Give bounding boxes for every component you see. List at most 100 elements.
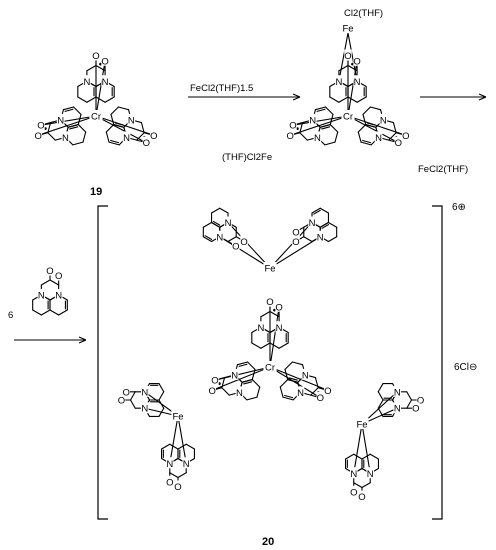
ring-bond <box>105 124 115 133</box>
svg-text:N: N <box>375 133 382 144</box>
ring-bond <box>129 391 136 401</box>
svg-text:N: N <box>83 77 90 88</box>
svg-text:N: N <box>225 218 232 229</box>
oxygen-atom: O <box>122 385 131 398</box>
ring-double-bond <box>243 381 253 385</box>
ring-bond <box>49 309 60 316</box>
ring-bond <box>210 207 221 214</box>
fe-n-bond <box>338 32 349 82</box>
svg-text:O: O <box>174 482 181 493</box>
nitrogen-atom: N <box>374 131 383 144</box>
ring-bond <box>177 472 187 479</box>
svg-text:N: N <box>38 291 45 302</box>
ring-bond <box>406 399 413 409</box>
svg-text:N: N <box>367 469 374 480</box>
ring-bond <box>77 124 87 133</box>
ring-bond <box>356 96 367 103</box>
ring-bond <box>86 64 97 72</box>
ring-bond <box>177 443 187 450</box>
cr-o-bond <box>347 60 358 117</box>
svg-text:N: N <box>394 387 401 398</box>
nitrogen-atom: N <box>140 402 149 415</box>
ring-bond <box>73 106 82 115</box>
ring-bond <box>325 106 334 115</box>
ring-bond <box>77 96 88 103</box>
chromium-atom: Cr <box>89 110 103 123</box>
nitrogen-atom: N <box>275 321 283 334</box>
svg-text:Fe: Fe <box>342 24 353 35</box>
nitrogen-atom: N <box>308 113 317 126</box>
ring-bond <box>347 96 358 103</box>
ring-bond <box>319 124 331 128</box>
nitrogen-atom: N <box>316 230 325 243</box>
ring-bond <box>185 443 196 450</box>
oxygen-atom: O <box>275 300 283 313</box>
nitrogen-atom: N <box>308 216 316 229</box>
oxygen-atom: O <box>211 374 219 387</box>
oxygen-atom: O <box>46 264 54 277</box>
svg-text:O: O <box>143 138 150 149</box>
fe-n-bond <box>269 221 313 269</box>
svg-text:O: O <box>46 266 53 277</box>
cr-o-bond <box>95 115 155 136</box>
svg-text:N: N <box>183 459 190 470</box>
ring-bond <box>377 399 384 409</box>
svg-text:O: O <box>150 131 157 142</box>
cr-o-bond <box>289 115 349 136</box>
cr-o-bond <box>95 115 147 144</box>
ring-bond <box>40 279 51 286</box>
svg-text:O: O <box>232 242 239 253</box>
ring-bond <box>291 361 304 366</box>
svg-text:N: N <box>257 323 264 334</box>
ring-bond <box>202 221 213 228</box>
iron-atom: Fe <box>171 410 185 423</box>
svg-text:O: O <box>287 131 294 142</box>
cr-o-bond <box>269 366 321 399</box>
iron-atom: Fe <box>341 22 355 35</box>
svg-text:N: N <box>141 387 148 398</box>
nitrogen-atom: N <box>230 368 239 381</box>
svg-text:O: O <box>292 237 299 248</box>
ring-bond <box>247 361 256 370</box>
oxygen-atom: O <box>54 269 63 282</box>
chromium-atom: Cr <box>263 361 277 374</box>
nitrogen-atom: N <box>127 113 136 126</box>
svg-text:O: O <box>317 393 324 404</box>
ring-bond <box>202 236 213 243</box>
ring-bond <box>344 453 355 460</box>
svg-text:N: N <box>276 323 283 334</box>
ring-bond <box>362 106 371 115</box>
svg-text:Cr: Cr <box>343 112 353 123</box>
ring-bond <box>58 309 68 316</box>
ring-bond <box>251 379 261 388</box>
ring-double-bond <box>238 363 248 367</box>
ring-bond <box>49 279 60 286</box>
right-bracket <box>432 205 443 520</box>
reagent-equiv: 6 <box>8 310 13 321</box>
cr-o-bond <box>269 306 280 368</box>
ring-bond <box>353 482 363 489</box>
ring-bond <box>140 122 145 134</box>
ring-bond <box>160 443 171 450</box>
ring-bond <box>236 361 249 366</box>
radical-dot <box>273 308 276 312</box>
fecl2-label-right: FeCl2(THF) <box>418 164 468 175</box>
ring-bond <box>86 96 97 103</box>
nitrogen-atom: N <box>182 457 191 470</box>
svg-text:N: N <box>55 291 62 302</box>
fe-n-bond <box>361 423 371 474</box>
iron-atom: Fe <box>263 262 277 275</box>
ring-bond <box>299 132 308 141</box>
left-bracket <box>97 205 108 520</box>
svg-text:O: O <box>166 477 173 488</box>
svg-text:N: N <box>62 133 69 144</box>
ring-bond <box>169 443 179 450</box>
oxygen-atom: O <box>289 119 297 132</box>
nitrogen-atom: N <box>83 75 91 88</box>
svg-text:O: O <box>324 386 331 397</box>
ring-double-bond <box>321 224 330 229</box>
ring-bond <box>357 131 362 143</box>
svg-text:N: N <box>236 388 243 399</box>
nitrogen-atom: N <box>301 368 310 381</box>
